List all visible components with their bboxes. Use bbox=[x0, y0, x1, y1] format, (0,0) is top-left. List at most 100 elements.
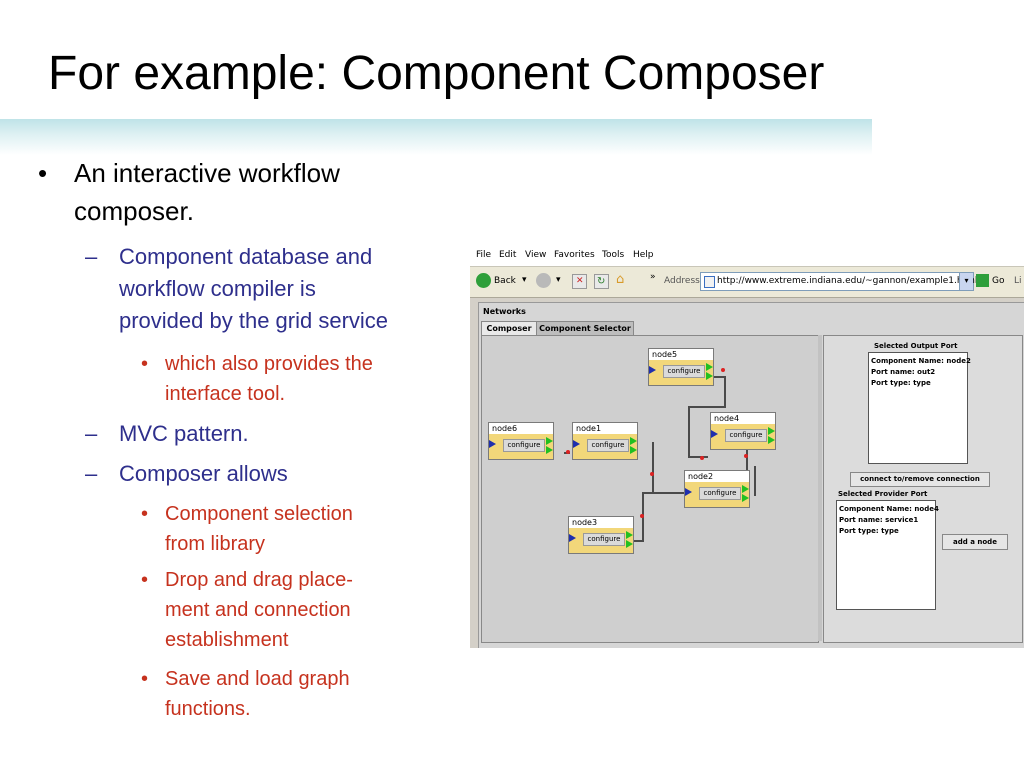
browser-menu-bar: File Edit View Favorites Tools Help bbox=[470, 244, 1024, 266]
menu-file[interactable]: File bbox=[476, 250, 492, 260]
output-port-icon[interactable] bbox=[626, 531, 633, 539]
connection-point bbox=[700, 456, 704, 460]
links-label[interactable]: Li bbox=[1014, 276, 1022, 286]
address-dropdown-icon[interactable]: ▾ bbox=[959, 273, 973, 290]
workflow-node-node3[interactable]: node3 configure bbox=[568, 516, 634, 554]
bullet-text-line2: workflow compiler is bbox=[119, 276, 316, 301]
output-port-icon[interactable] bbox=[626, 540, 633, 548]
node-label: node5 bbox=[652, 350, 678, 359]
bullet-which-also-provides: • which also provides the interface tool… bbox=[141, 349, 373, 409]
title-band bbox=[0, 119, 872, 155]
bullet-text: MVC pattern. bbox=[119, 421, 249, 446]
workflow-node-node2[interactable]: node2 configure bbox=[684, 470, 750, 508]
port-inspector-panel: Selected Output Port Component Name: nod… bbox=[823, 335, 1023, 643]
connection-point bbox=[744, 454, 748, 458]
connection-wire bbox=[746, 432, 748, 492]
refresh-icon[interactable]: ↻ bbox=[594, 274, 609, 289]
menu-help[interactable]: Help bbox=[633, 250, 654, 260]
output-port-icon[interactable] bbox=[768, 427, 775, 435]
bullet-text-line1: which also provides the bbox=[165, 353, 373, 375]
output-port-icon[interactable] bbox=[546, 446, 553, 454]
configure-button[interactable]: configure bbox=[583, 533, 625, 546]
forward-dropdown-icon[interactable]: ▾ bbox=[556, 275, 561, 285]
output-port-icon[interactable] bbox=[630, 446, 637, 454]
bullet-text-line2: from library bbox=[165, 533, 266, 555]
selected-provider-port-label: Selected Provider Port bbox=[838, 490, 928, 498]
output-port-icon[interactable] bbox=[706, 363, 713, 371]
bullet-dash: – bbox=[85, 421, 98, 446]
tab-component-selector[interactable]: Component Selector bbox=[536, 321, 634, 335]
connection-wire bbox=[632, 540, 644, 542]
workflow-node-node6[interactable]: node6 configure bbox=[488, 422, 554, 460]
back-arrow-icon[interactable] bbox=[476, 273, 491, 288]
selected-output-port-box: Component Name: node2 Port name: out2 Po… bbox=[868, 352, 971, 464]
bullet-text-line2: interface tool. bbox=[165, 383, 286, 405]
menu-view[interactable]: View bbox=[525, 250, 547, 260]
bullet-text-line1: Component selection bbox=[165, 503, 353, 525]
output-port-icon[interactable] bbox=[768, 436, 775, 444]
slide-title: For example: Component Composer bbox=[48, 47, 825, 100]
connection-point bbox=[640, 514, 644, 518]
bullet-text-line1: An interactive workflow bbox=[74, 158, 340, 188]
output-port-icon[interactable] bbox=[706, 372, 713, 380]
output-port-icon[interactable] bbox=[742, 485, 749, 493]
connection-point bbox=[650, 472, 654, 476]
configure-button[interactable]: configure bbox=[587, 439, 629, 452]
connection-point bbox=[566, 450, 570, 454]
input-port-icon[interactable] bbox=[573, 440, 580, 448]
add-node-button[interactable]: add a node bbox=[942, 534, 1008, 550]
home-icon[interactable]: ⌂ bbox=[616, 272, 625, 287]
browser-toolbar: Back ▾ ▾ ✕ ↻ ⌂ » Address http://www.extr… bbox=[470, 266, 1024, 298]
node-label: node6 bbox=[492, 424, 518, 433]
bullet-dot: • bbox=[141, 353, 149, 375]
menu-favorites[interactable]: Favorites bbox=[554, 250, 595, 260]
address-field[interactable]: http://www.extreme.indiana.edu/~gannon/e… bbox=[700, 272, 977, 291]
input-port-icon[interactable] bbox=[685, 488, 692, 496]
output-port-icon[interactable] bbox=[546, 437, 553, 445]
input-port-icon[interactable] bbox=[711, 430, 718, 438]
connection-wire bbox=[688, 406, 690, 456]
output-component-name: Component Name: node2 bbox=[871, 357, 971, 365]
go-arrow-icon[interactable] bbox=[976, 274, 989, 287]
tab-composer[interactable]: Composer bbox=[481, 321, 537, 335]
bullet-interactive-workflow: • An interactive workflow composer. bbox=[38, 154, 340, 230]
output-port-icon[interactable] bbox=[742, 494, 749, 502]
configure-button[interactable]: configure bbox=[503, 439, 545, 452]
output-port-type: Port type: type bbox=[871, 379, 931, 387]
configure-button[interactable]: configure bbox=[725, 429, 767, 442]
connect-remove-connection-button[interactable]: connect to/remove connection bbox=[850, 472, 990, 487]
bullet-text-line1: Drop and drag place- bbox=[165, 569, 353, 591]
configure-button[interactable]: configure bbox=[663, 365, 705, 378]
input-port-icon[interactable] bbox=[569, 534, 576, 542]
selected-provider-port-box: Component Name: node4 Port name: service… bbox=[836, 500, 939, 610]
connection-wire bbox=[688, 456, 708, 458]
go-button-label[interactable]: Go bbox=[992, 276, 1005, 286]
bullet-dot: • bbox=[38, 158, 48, 188]
composer-canvas[interactable]: node5 configure node6 configure node1 co… bbox=[481, 335, 819, 643]
bullet-mvc-pattern: – MVC pattern. bbox=[85, 418, 249, 450]
stop-icon[interactable]: ✕ bbox=[572, 274, 587, 289]
networks-panel-title: Networks bbox=[483, 307, 526, 316]
workflow-node-node5[interactable]: node5 configure bbox=[648, 348, 714, 386]
back-button-label[interactable]: Back bbox=[494, 276, 516, 286]
back-dropdown-icon[interactable]: ▾ bbox=[522, 275, 527, 285]
output-port-icon[interactable] bbox=[630, 437, 637, 445]
connection-wire bbox=[652, 442, 654, 494]
more-chevron-icon[interactable]: » bbox=[650, 272, 656, 282]
input-port-icon[interactable] bbox=[489, 440, 496, 448]
menu-edit[interactable]: Edit bbox=[499, 250, 517, 260]
node-label: node2 bbox=[688, 472, 714, 481]
menu-tools[interactable]: Tools bbox=[602, 250, 625, 260]
forward-arrow-icon[interactable] bbox=[536, 273, 551, 288]
bullet-dot: • bbox=[141, 569, 149, 591]
connection-wire bbox=[754, 466, 756, 496]
connection-wire bbox=[688, 406, 726, 408]
workflow-node-node4[interactable]: node4 configure bbox=[710, 412, 776, 450]
input-port-icon[interactable] bbox=[649, 366, 656, 374]
bullet-text-line2: ment and connection bbox=[165, 599, 351, 621]
splitter-handle[interactable] bbox=[818, 335, 822, 641]
bullet-text-line3: establishment bbox=[165, 629, 289, 651]
configure-button[interactable]: configure bbox=[699, 487, 741, 500]
bullet-dot: • bbox=[141, 503, 149, 525]
workflow-node-node1[interactable]: node1 configure bbox=[572, 422, 638, 460]
